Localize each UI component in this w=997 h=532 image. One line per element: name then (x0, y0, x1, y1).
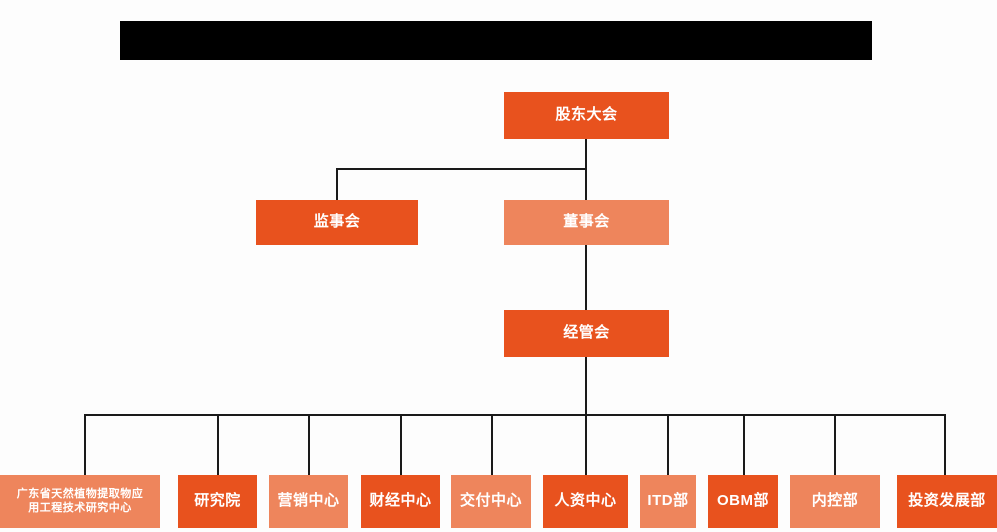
org-node-dept-itd[interactable]: ITD部 (640, 475, 696, 528)
org-node-label: 广东省天然植物提取物应 用工程技术研究中心 (13, 488, 148, 516)
org-node-supervisors[interactable]: 监事会 (256, 200, 418, 245)
org-node-dept-institute[interactable]: 研究院 (178, 475, 257, 528)
connector-shareholders-down (585, 139, 587, 169)
org-node-dept-finance[interactable]: 财经中心 (361, 475, 440, 528)
org-node-dept-research-center[interactable]: 广东省天然植物提取物应 用工程技术研究中心 (0, 475, 160, 528)
connector-to-dept-5 (491, 414, 493, 475)
org-node-label: 内控部 (811, 492, 859, 510)
connector-to-dept-10 (944, 414, 946, 475)
org-node-label: 交付中心 (459, 492, 522, 510)
connector-to-dept-1 (84, 414, 86, 475)
org-node-dept-internal-control[interactable]: 内控部 (790, 475, 880, 528)
org-node-dept-investment[interactable]: 投资发展部 (897, 475, 997, 528)
org-node-label: 董事会 (563, 213, 610, 231)
org-node-shareholders[interactable]: 股东大会 (504, 92, 669, 139)
connector-management-down (585, 357, 587, 415)
connector-to-directors (585, 168, 587, 200)
org-node-label-line2: 用工程技术研究中心 (28, 501, 132, 514)
org-node-directors[interactable]: 董事会 (504, 200, 669, 245)
org-node-label: ITD部 (647, 492, 689, 510)
org-node-label: 监事会 (313, 213, 361, 231)
connector-to-dept-4 (400, 414, 402, 475)
org-node-dept-marketing[interactable]: 营销中心 (269, 475, 348, 528)
connector-to-dept-8 (743, 414, 745, 475)
org-node-dept-delivery[interactable]: 交付中心 (451, 475, 531, 528)
org-node-label: 财经中心 (369, 492, 432, 510)
connector-to-dept-9 (834, 414, 836, 475)
connector-to-supervisors (336, 168, 338, 200)
connector-directors-to-management (585, 245, 587, 310)
connector-to-dept-7 (667, 414, 669, 475)
org-node-label: 经管会 (563, 324, 610, 342)
connector-to-dept-6 (585, 414, 587, 475)
org-node-label: 人资中心 (554, 492, 617, 510)
org-node-label-line1: 广东省天然植物提取物应 (16, 487, 144, 500)
connector-departments-bus (84, 414, 945, 416)
org-node-label: 投资发展部 (908, 492, 986, 510)
org-node-dept-obm[interactable]: OBM部 (708, 475, 778, 528)
org-node-label: 研究院 (194, 492, 241, 510)
connector-to-dept-2 (217, 414, 219, 475)
org-node-label: 营销中心 (277, 492, 340, 510)
redacted-title-bar (120, 21, 872, 60)
org-node-management[interactable]: 经管会 (504, 310, 669, 357)
connector-to-dept-3 (308, 414, 310, 475)
connector-level2-bus (336, 168, 587, 170)
org-node-dept-hr[interactable]: 人资中心 (543, 475, 628, 528)
org-node-label: OBM部 (717, 492, 769, 510)
org-node-label: 股东大会 (555, 106, 618, 124)
